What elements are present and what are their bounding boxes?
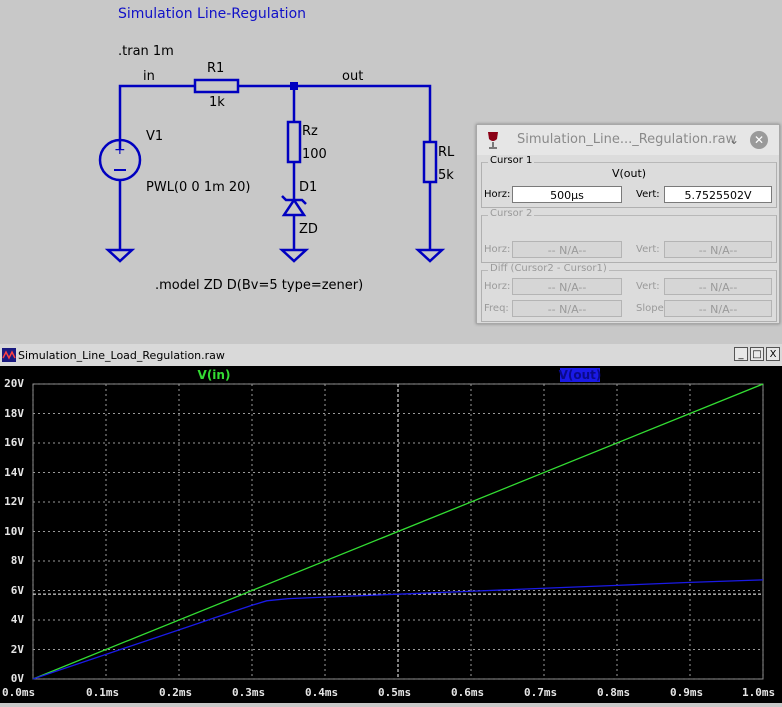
x-tick-label: 0.7ms (524, 686, 558, 699)
x-tick-label: 1.0ms (742, 686, 776, 699)
ground-rl (414, 248, 446, 263)
diff-freq-label: Freq: (484, 303, 509, 314)
net-label-out[interactable]: out (342, 69, 364, 84)
close-button[interactable]: X (766, 347, 780, 361)
legend-label-1[interactable]: V(out) (559, 368, 602, 382)
schematic-canvas[interactable]: + (0, 0, 782, 342)
cursor1-label: Cursor 1 (488, 155, 535, 166)
y-tick-label: 6V (10, 583, 24, 597)
close-icon[interactable]: ✕ (750, 131, 768, 149)
cursor2-vert-field: -- N/A-- (664, 241, 772, 258)
x-tick-label: 0.5ms (378, 686, 412, 699)
y-tick-label: 2V (10, 642, 24, 656)
ground-v1 (104, 248, 136, 263)
rl-name[interactable]: RL (438, 145, 455, 160)
tran-directive[interactable]: .tran 1m (118, 44, 174, 59)
v1-name[interactable]: V1 (146, 129, 164, 144)
x-tick-label: 0.4ms (305, 686, 339, 699)
y-tick-label: 10V (4, 524, 24, 538)
cursor1-group: Cursor 1 V(out) Horz: 500µs Vert: 5.7525… (481, 155, 777, 208)
waveform-icon (2, 348, 16, 362)
diff-vert-label: Vert: (636, 281, 660, 292)
cursor-dialog-title: Simulation_Line..._Regulation.raw (517, 132, 737, 147)
d1-name[interactable]: D1 (299, 180, 318, 195)
cursor2-label: Cursor 2 (488, 208, 535, 219)
x-tick-label: 0.8ms (597, 686, 631, 699)
wire-out (238, 84, 432, 142)
r1-name[interactable]: R1 (207, 61, 225, 76)
plot-area[interactable]: V(in) V(out) 0V 2V 4V 6V 8V 10V 12V 14V 16V 18V 20V… (0, 366, 782, 703)
d1-model[interactable]: ZD (299, 222, 318, 237)
x-tick-label: 0.1ms (86, 686, 120, 699)
schematic-title[interactable]: Simulation Line-Regulation (118, 6, 307, 22)
cursor2-horz-label: Horz: (484, 244, 511, 255)
diff-horz-field: -- N/A-- (512, 278, 622, 295)
diff-group: Diff (Cursor2 - Cursor1) Horz: -- N/A-- … (481, 263, 777, 322)
y-tick-label: 20V (4, 377, 24, 390)
diff-horz-label: Horz: (484, 281, 511, 292)
minimize-button[interactable]: _ (734, 347, 748, 361)
cursor-dialog-titlebar[interactable]: Simulation_Line..._Regulation.raw ⌄ ✕ (477, 125, 779, 155)
cursor1-vert-label: Vert: (636, 189, 660, 200)
x-tick-label: 0.6ms (451, 686, 485, 699)
y-tick-label: 14V (4, 465, 24, 479)
model-directive[interactable]: .model ZD D(Bv=5 type=zener) (155, 278, 364, 293)
v1-value[interactable]: PWL(0 0 1m 20) (146, 180, 251, 195)
diff-slope-label: Slope: (636, 303, 668, 314)
y-tick-label: 18V (4, 406, 24, 420)
diff-freq-field: -- N/A-- (512, 300, 622, 317)
waveform-titlebar[interactable]: Simulation_Line_Load_Regulation.raw _ □ … (0, 344, 782, 367)
wire-in (118, 84, 195, 150)
cursor1-trace: V(out) (611, 167, 647, 180)
wine-glass-icon (488, 132, 498, 149)
diff-label: Diff (Cursor2 - Cursor1) (488, 263, 609, 274)
y-tick-label: 16V (4, 436, 24, 449)
cursor1-horz-field[interactable]: 500µs (512, 186, 622, 203)
x-tick-label: 0.9ms (670, 686, 704, 699)
rl-symbol (422, 140, 438, 184)
net-label-in[interactable]: in (143, 69, 155, 84)
r1-value[interactable]: 1k (209, 95, 225, 110)
waveform-title: Simulation_Line_Load_Regulation.raw (18, 349, 225, 362)
chevron-down-icon[interactable]: ⌄ (729, 133, 740, 147)
x-tick-label: 0.2ms (159, 686, 193, 699)
legend-bg-1 (560, 368, 600, 382)
junction-dot (290, 82, 298, 90)
x-tick-label: 0.3ms (232, 686, 266, 699)
r1-symbol (193, 78, 240, 94)
waveform-plot[interactable]: V(in) V(out) (0, 366, 782, 703)
cursor1-vert-field[interactable]: 5.7525502V (664, 186, 772, 203)
x-tick-label: 0.0ms (2, 686, 36, 699)
y-tick-label: 4V (10, 613, 24, 626)
rz-name[interactable]: Rz (302, 124, 318, 139)
legend-label-0[interactable]: V(in) (198, 368, 231, 382)
series-line-0 (32, 383, 764, 680)
y-tick-label: 0V (10, 672, 24, 685)
cursor1-horz-label: Horz: (484, 189, 511, 200)
svg-text:+: + (114, 142, 126, 158)
rl-value[interactable]: 5k (438, 168, 454, 183)
diff-vert-field: -- N/A-- (664, 278, 772, 295)
maximize-button[interactable]: □ (750, 347, 764, 361)
waveform-window[interactable]: Simulation_Line_Load_Regulation.raw _ □ … (0, 344, 782, 703)
cursor-dialog[interactable]: Simulation_Line..._Regulation.raw ⌄ ✕ Cu… (476, 124, 780, 324)
cursor2-horz-field: -- N/A-- (512, 241, 622, 258)
diff-slope-field: -- N/A-- (664, 300, 772, 317)
cursor2-group: Cursor 2 Horz: -- N/A-- Vert: -- N/A-- (481, 208, 777, 263)
zener-symbol (281, 197, 307, 217)
cursor2-vert-label: Vert: (636, 244, 660, 255)
series-line-1 (32, 579, 764, 680)
ground-zener (278, 248, 310, 263)
y-tick-label: 8V (10, 554, 24, 567)
rz-value[interactable]: 100 (302, 147, 327, 162)
y-tick-label: 12V (4, 495, 24, 508)
rz-symbol (286, 120, 302, 164)
